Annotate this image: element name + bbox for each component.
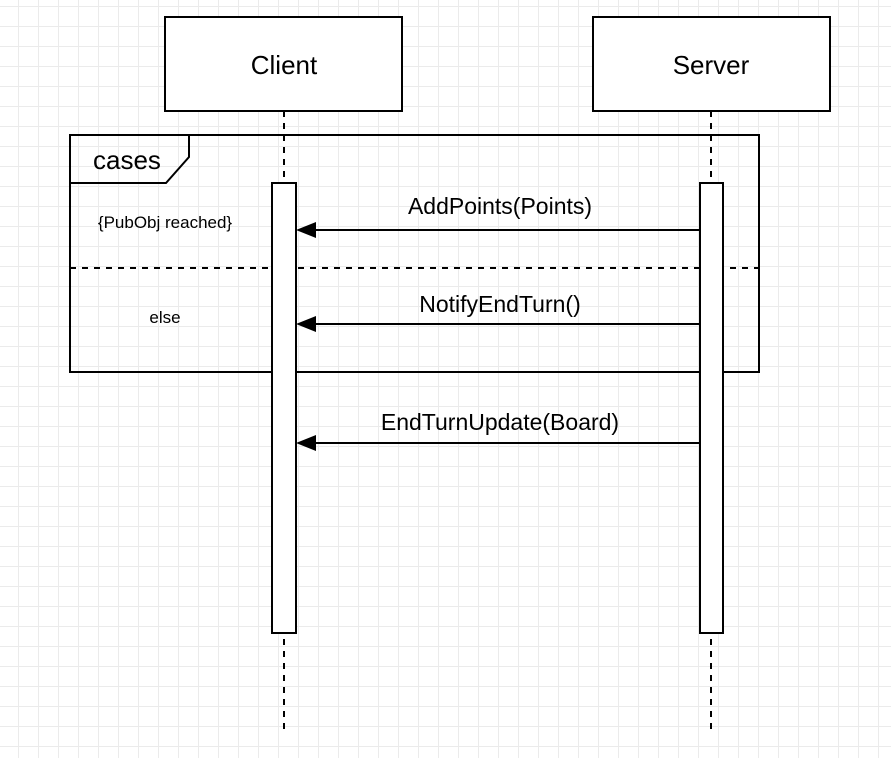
message-label: NotifyEndTurn() xyxy=(419,291,580,317)
guard-else: else xyxy=(149,308,180,327)
message-end-turn-update[interactable]: EndTurnUpdate(Board) xyxy=(296,409,700,451)
client-activation-bar xyxy=(271,182,297,634)
guard-pubobj-reached: {PubObj reached} xyxy=(98,213,233,232)
message-label: AddPoints(Points) xyxy=(408,193,592,219)
message-notify-end-turn[interactable]: NotifyEndTurn() xyxy=(296,291,700,332)
fragment-operator-tab xyxy=(70,135,190,184)
client-participant[interactable]: Client xyxy=(164,16,403,112)
server-box xyxy=(592,16,831,112)
server-label: Server xyxy=(673,50,750,80)
fragment-frame xyxy=(69,134,760,373)
cases-fragment[interactable]: cases {PubObj reached} else xyxy=(69,134,760,373)
fragment-operator-label: cases xyxy=(93,145,161,175)
message-add-points[interactable]: AddPoints(Points) xyxy=(296,193,700,238)
client-box xyxy=(164,16,403,112)
message-label: EndTurnUpdate(Board) xyxy=(381,409,619,435)
server-participant[interactable]: Server xyxy=(592,16,831,112)
server-activation-bar xyxy=(699,182,724,634)
client-label: Client xyxy=(251,50,318,80)
